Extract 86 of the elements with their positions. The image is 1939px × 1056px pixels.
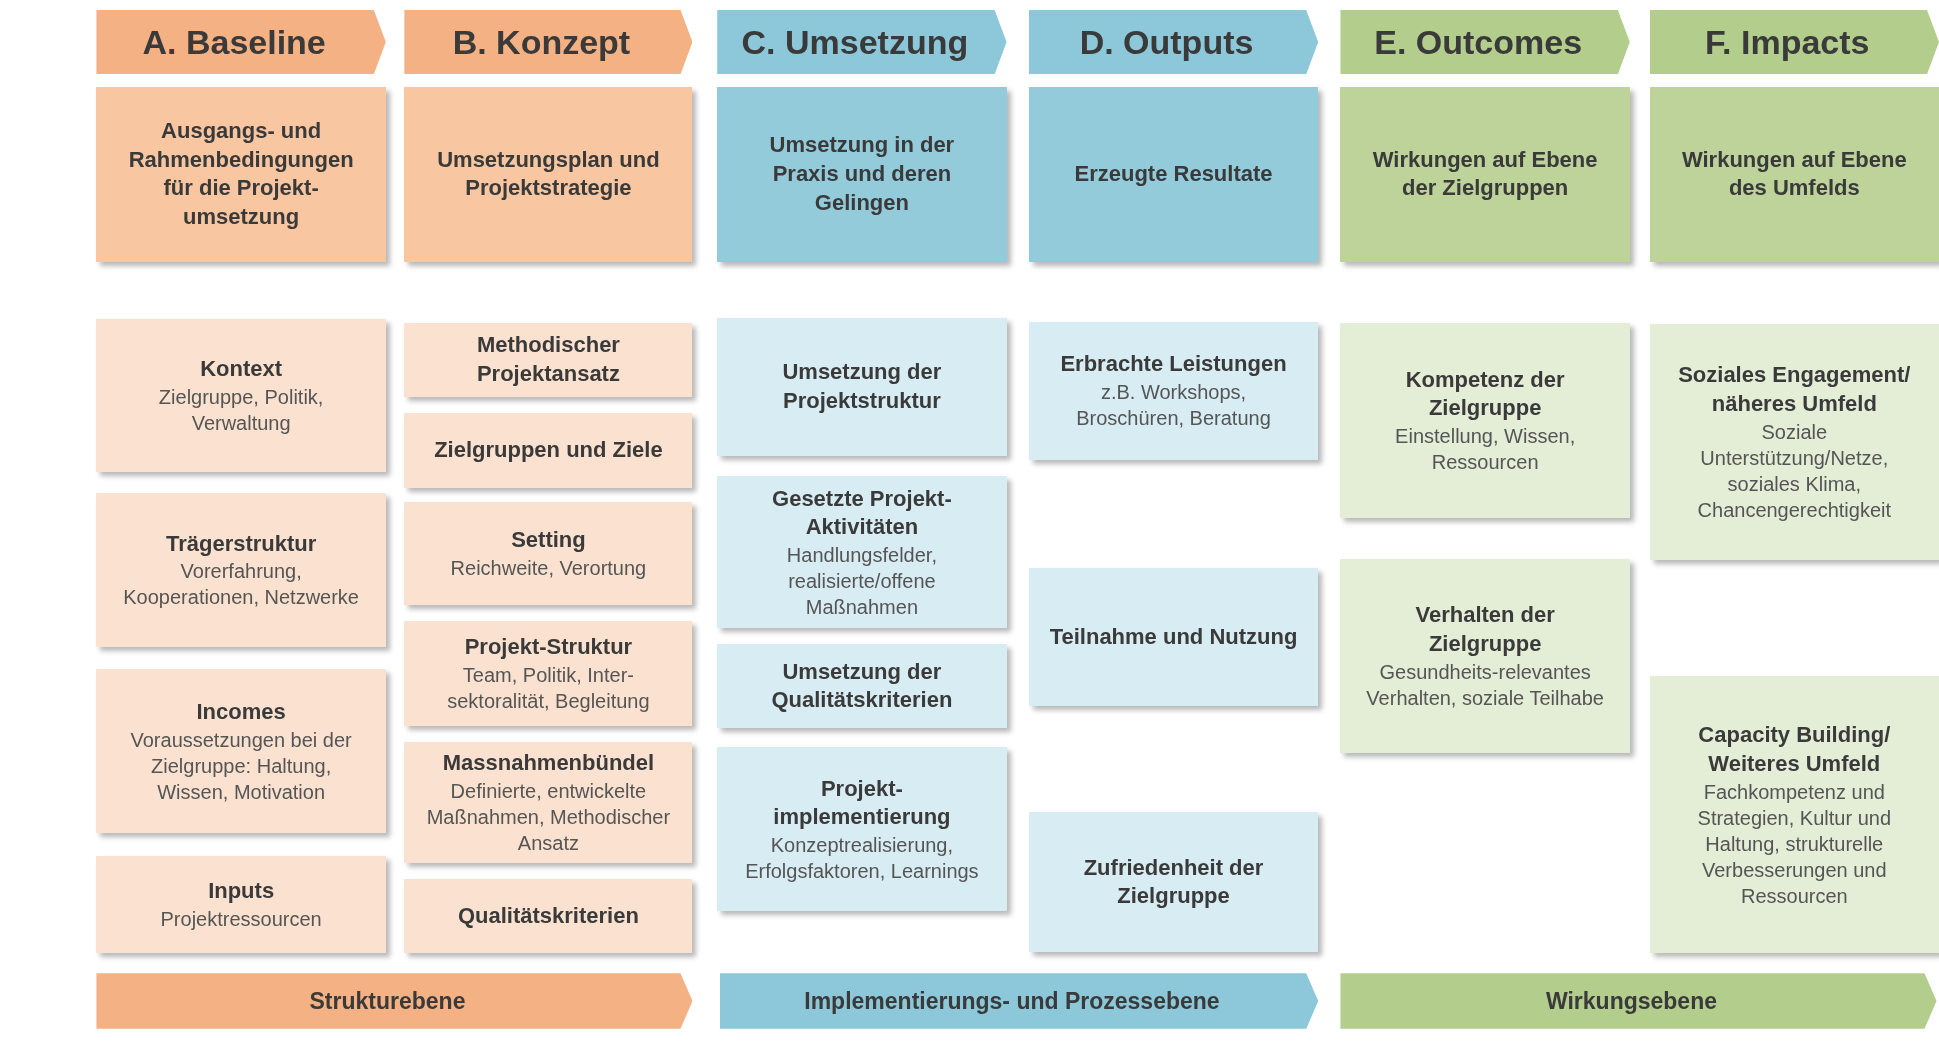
box-heading: Umsetzung der Qualitätskriterien xyxy=(770,657,954,715)
box-description: Soziale Unterstützung/Netze, soziales Klima, Chancengerechtigkeit xyxy=(1696,419,1893,523)
category-box xyxy=(404,502,693,605)
box-heading: Wirkungen auf Ebene der Zielgruppen xyxy=(1371,145,1599,203)
box-heading: Kontext xyxy=(200,355,283,384)
box-heading: Incomes xyxy=(196,697,286,726)
stage-header xyxy=(404,9,693,75)
category-box xyxy=(1028,321,1319,460)
box-description: Konzeptrealisierung, Erfolgsfaktoren, Learnings xyxy=(744,832,980,884)
stage-description-box xyxy=(1340,86,1630,263)
category-box xyxy=(96,319,386,473)
level-banner xyxy=(1340,973,1937,1029)
category-box xyxy=(404,741,693,864)
box-description: Gesundheits-relevantes Verhalten, soziale Teilhabe xyxy=(1365,659,1605,711)
category-box xyxy=(1028,567,1319,707)
box-heading: Setting xyxy=(511,526,586,555)
category-box xyxy=(96,669,386,834)
box-heading: Erzeugte Resultate xyxy=(1074,160,1273,189)
category-box xyxy=(404,620,693,726)
box-description: Fachkompetenz und Strategien, Kultur und Haltung, strukturelle Verbesserungen und Ressourcen xyxy=(1696,779,1893,909)
box-heading: Capacity Building/ Weiteres Umfeld xyxy=(1697,721,1892,778)
box-heading: Projekt-Struktur xyxy=(464,633,633,661)
box-heading: Trägerstruktur xyxy=(165,529,317,558)
box-heading: Zufriedenheit der Zielgruppe xyxy=(1082,853,1265,911)
category-box xyxy=(717,476,1007,629)
box-heading: Inputs xyxy=(208,877,275,906)
box-heading: Wirkungsebene xyxy=(1545,987,1717,1015)
stage-header xyxy=(96,9,386,75)
stage-description-box xyxy=(96,86,386,263)
category-box xyxy=(404,322,693,397)
box-heading: Wirkungen auf Ebene des Umfelds xyxy=(1680,145,1908,203)
box-description: Definierte, entwickelte Maßnahmen, Methodischer Ansatz xyxy=(425,778,672,856)
box-heading: Ausgangs- und Rahmenbedingungen für die Projekt-umsetzung xyxy=(127,117,355,231)
box-heading: B. Konzept xyxy=(452,22,631,62)
box-heading: Soziales Engagement/ näheres Umfeld xyxy=(1677,361,1912,419)
category-box xyxy=(717,644,1007,729)
category-box xyxy=(404,413,693,489)
category-box xyxy=(1028,812,1319,953)
box-description: z.B. Workshops, Broschüren, Beratung xyxy=(1075,380,1272,432)
box-heading: D. Outputs xyxy=(1079,22,1254,62)
stage-header xyxy=(717,9,1007,75)
category-box xyxy=(1649,676,1939,954)
box-heading: Strukturebene xyxy=(309,987,466,1015)
box-heading: C. Umsetzung xyxy=(741,22,969,62)
category-box xyxy=(717,317,1007,457)
category-box xyxy=(717,746,1007,912)
stage-header xyxy=(1028,9,1319,75)
category-box xyxy=(404,879,693,954)
box-heading: Umsetzung der Projektstruktur xyxy=(781,358,943,416)
box-description: Handlungsfelder, realisierte/offene Maßnahmen xyxy=(785,542,938,620)
box-description: Projektressourcen xyxy=(160,906,322,932)
category-box xyxy=(1340,322,1630,519)
box-heading: Verhalten der Zielgruppe xyxy=(1414,601,1556,658)
box-heading: Implementierungs- und Prozessebene xyxy=(804,987,1220,1015)
box-heading: Zielgruppen und Ziele xyxy=(434,436,663,465)
box-heading: A. Baseline xyxy=(142,22,326,62)
category-box xyxy=(96,493,386,647)
category-box xyxy=(1340,558,1630,754)
box-heading: Gesetzte Projekt-Aktivitäten xyxy=(771,484,953,542)
box-description: Vorerfahrung, Kooperationen, Netzwerke xyxy=(122,559,360,611)
box-heading: E. Outcomes xyxy=(1374,22,1583,62)
stage-description-box xyxy=(1028,86,1319,263)
box-heading: Projekt-implementierung xyxy=(772,774,952,832)
box-description: Reichweite, Verortung xyxy=(450,555,647,581)
level-banner xyxy=(719,973,1319,1029)
category-box xyxy=(96,855,386,954)
box-description: Zielgruppe, Politik, Verwaltung xyxy=(157,385,325,436)
box-heading: Kompetenz der Zielgruppe xyxy=(1404,365,1566,423)
box-heading: Umsetzung in der Praxis und deren Gelingen xyxy=(768,131,956,217)
box-description: Voraussetzungen bei der Zielgruppe: Haltung, Wissen, Motivation xyxy=(129,727,353,805)
box-description: Team, Politik, Inter-sektoralität, Begleitung xyxy=(446,662,651,714)
box-heading: Teilnahme und Nutzung xyxy=(1049,622,1298,651)
box-heading: F. Impacts xyxy=(1705,22,1870,62)
stage-description-box xyxy=(1649,86,1939,263)
stage-description-box xyxy=(717,86,1007,263)
stage-description-box xyxy=(404,86,693,263)
box-heading: Massnahmenbündel xyxy=(442,749,655,778)
box-heading: Methodischer Projektansatz xyxy=(475,331,621,388)
box-heading: Umsetzungsplan und Projektstrategie xyxy=(436,145,661,203)
category-box xyxy=(1649,324,1939,561)
stage-header xyxy=(1649,9,1939,75)
box-heading: Erbrachte Leistungen xyxy=(1060,350,1287,379)
stage-header xyxy=(1340,9,1630,75)
box-heading: Qualitätskriterien xyxy=(457,902,639,930)
level-banner xyxy=(96,973,693,1029)
box-description: Einstellung, Wissen, Ressourcen xyxy=(1394,424,1577,476)
